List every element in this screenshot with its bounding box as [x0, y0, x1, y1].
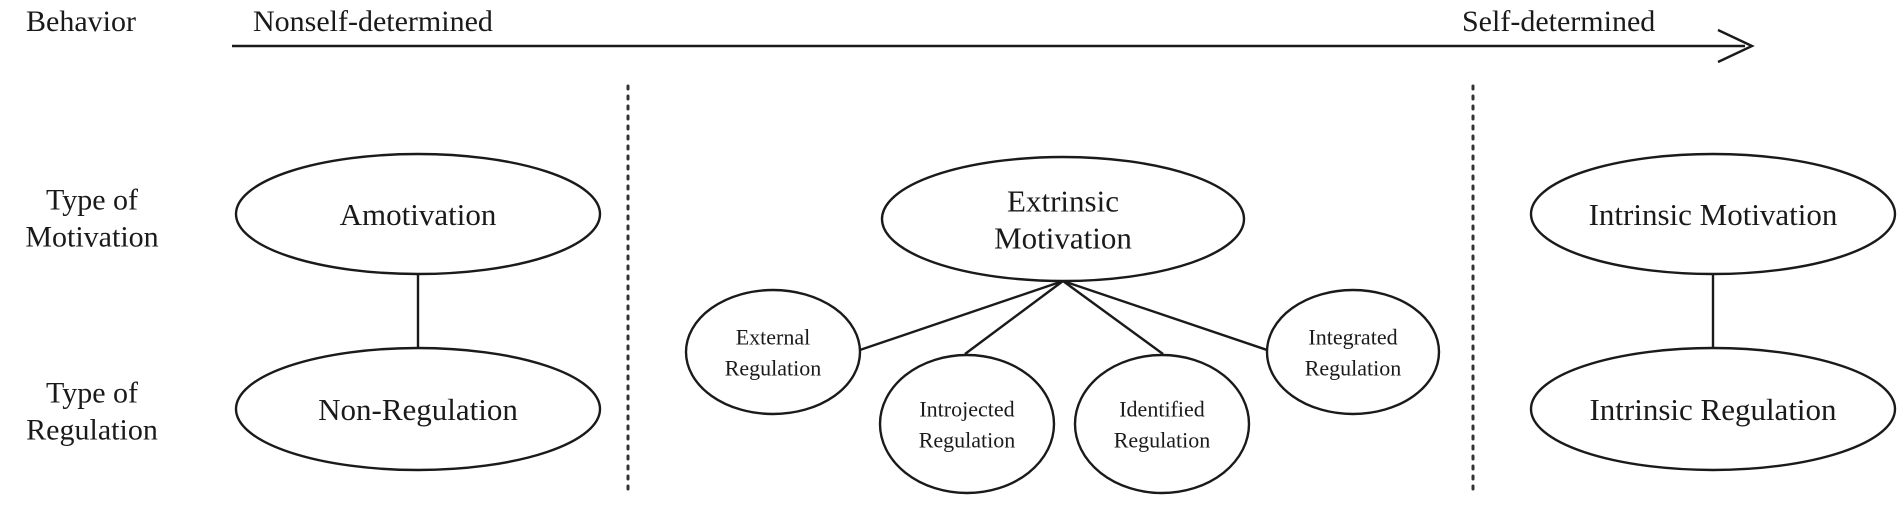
- intrinsic-regulation-text: Intrinsic Regulation: [1589, 392, 1837, 427]
- intrinsic-regulation-ellipse: [1529, 346, 1897, 472]
- behavior-axis: [232, 28, 1755, 64]
- non-regulation-node: Non-Regulation: [234, 346, 602, 472]
- intrinsic-motivation-text: Intrinsic Motivation: [1589, 197, 1838, 232]
- integrated-regulation-text-line-1: Integrated: [1308, 324, 1397, 349]
- amotivation-ellipse: [234, 152, 602, 276]
- identified-regulation-circle: [1073, 353, 1251, 495]
- intrinsic-motivation-node: Intrinsic Motivation: [1529, 152, 1897, 276]
- introjected-regulation-text-line-1: Introjected: [919, 396, 1014, 421]
- extrinsic-motivation-ellipse: [880, 155, 1246, 283]
- amotivation-text-line-1: Amotivation: [340, 197, 497, 232]
- extrinsic-to-identified-connector: [1062, 280, 1164, 355]
- intrinsic-regulation-text-line-1: Intrinsic Regulation: [1589, 392, 1837, 427]
- type-of-regulation-label-line-2: Regulation: [26, 413, 158, 446]
- intrinsic-regulation-node: Intrinsic Regulation: [1529, 346, 1897, 472]
- extrinsic-to-integrated-connector: [1062, 279, 1277, 355]
- introjected-regulation-text-line-2: Regulation: [919, 427, 1016, 452]
- type-of-motivation-label: Type of Motivation: [25, 183, 158, 253]
- intrinsic-motivation-ellipse: [1529, 152, 1897, 276]
- non-regulation-text-line-1: Non-Regulation: [318, 392, 518, 427]
- continuum-arrowhead: [1717, 28, 1755, 64]
- external-regulation-text-line-2: Regulation: [725, 355, 822, 380]
- type-of-regulation-label-line-1: Type of: [46, 376, 138, 409]
- non-regulation-text: Non-Regulation: [318, 392, 518, 427]
- identified-regulation-text-line-1: Identified: [1119, 396, 1205, 421]
- extrinsic-to-external-connector: [850, 279, 1064, 355]
- type-of-motivation-label-line-1: Type of: [46, 183, 138, 216]
- identified-regulation-text-line-2: Regulation: [1114, 427, 1211, 452]
- external-regulation-circle: [684, 288, 862, 416]
- self-determined-label: Self-determined: [1462, 5, 1655, 38]
- nonself-determined-label: Nonself-determined: [253, 5, 493, 38]
- behavior-row-label: Behavior: [26, 5, 136, 38]
- type-of-motivation-label-line-2: Motivation: [25, 220, 158, 253]
- extrinsic-to-introjected-connector: [964, 280, 1064, 355]
- extrinsic-motivation-text-line-1: Extrinsic: [1007, 183, 1119, 218]
- external-regulation-text-line-1: External: [736, 324, 811, 349]
- intrinsic-motivation-text-line-1: Intrinsic Motivation: [1589, 197, 1838, 232]
- integrated-regulation-text-line-2: Regulation: [1305, 355, 1402, 380]
- introjected-regulation-circle: [878, 353, 1056, 495]
- integrated-regulation-circle: [1265, 288, 1441, 416]
- non-regulation-ellipse: [234, 346, 602, 472]
- extrinsic-motivation-text-line-2: Motivation: [994, 220, 1132, 255]
- amotivation-text: Amotivation: [340, 197, 497, 232]
- amotivation-node: Amotivation: [234, 152, 602, 276]
- type-of-regulation-label: Type of Regulation: [26, 376, 158, 446]
